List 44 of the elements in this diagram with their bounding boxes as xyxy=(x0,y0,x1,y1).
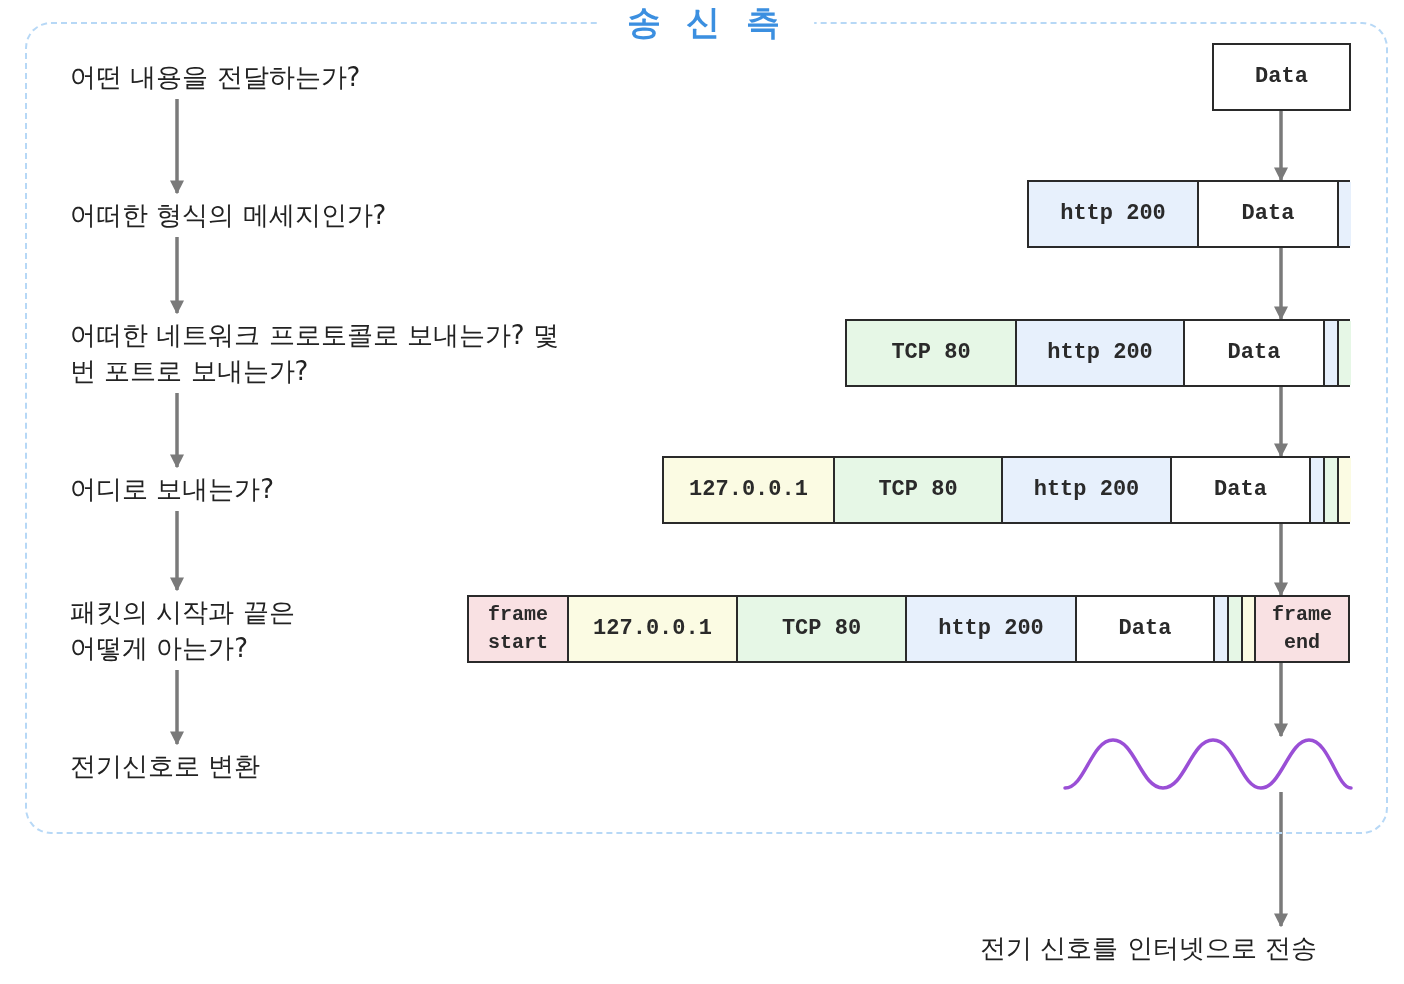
arrow xyxy=(1274,524,1288,597)
header-cell: http 200 xyxy=(1015,321,1183,385)
arrow xyxy=(1274,663,1288,738)
trailer-stripe xyxy=(1227,597,1241,661)
header-cell: http 200 xyxy=(1001,458,1170,522)
arrow xyxy=(170,670,184,746)
output-text: 전기 신호를 인터넷으로 전송 xyxy=(980,932,1317,965)
header-cell: TCP 80 xyxy=(847,321,1015,385)
header-cell: http 200 xyxy=(1029,182,1197,246)
header-cell: http 200 xyxy=(905,597,1075,661)
packet-bar xyxy=(467,595,1350,663)
packet-bar xyxy=(845,319,1350,387)
question-text: 어떤 내용을 전달하는가? xyxy=(70,61,361,94)
arrow xyxy=(1274,387,1288,458)
question-text: 어디로 보내는가? xyxy=(70,473,275,506)
question-text: 어떠한 네트워크 프로토콜로 보내는가? 몇 번 포트로 보내는가? xyxy=(70,319,560,388)
arrow xyxy=(170,393,184,469)
question-text: 패킷의 시작과 끝은 어떻게 아는가? xyxy=(70,596,296,665)
header-cell: frame end xyxy=(1254,597,1348,661)
header-cell: TCP 80 xyxy=(736,597,905,661)
trailer-stripe xyxy=(1337,182,1351,246)
header-cell: 127.0.0.1 xyxy=(664,458,833,522)
arrow xyxy=(170,511,184,592)
data-box: Data xyxy=(1212,43,1351,111)
packet-bar xyxy=(1027,180,1350,248)
trailer-stripe xyxy=(1337,321,1351,385)
trailer-stripe xyxy=(1323,458,1337,522)
trailer-stripe xyxy=(1323,321,1337,385)
trailer-stripe xyxy=(1241,597,1254,661)
arrow xyxy=(170,237,184,315)
arrow xyxy=(170,99,184,195)
question-text: 전기신호로 변환 xyxy=(70,750,261,783)
arrow xyxy=(1274,792,1288,928)
signal-wave xyxy=(1063,736,1353,792)
header-cell: 127.0.0.1 xyxy=(567,597,736,661)
arrow xyxy=(1274,111,1288,182)
arrow xyxy=(1274,248,1288,321)
packet-bar xyxy=(662,456,1350,524)
trailer-stripe xyxy=(1337,458,1351,522)
header-cell: frame start xyxy=(469,597,567,661)
trailer-stripe xyxy=(1309,458,1323,522)
header-cell: TCP 80 xyxy=(833,458,1001,522)
trailer-stripe xyxy=(1213,597,1227,661)
question-text: 어떠한 형식의 메세지인가? xyxy=(70,199,387,232)
